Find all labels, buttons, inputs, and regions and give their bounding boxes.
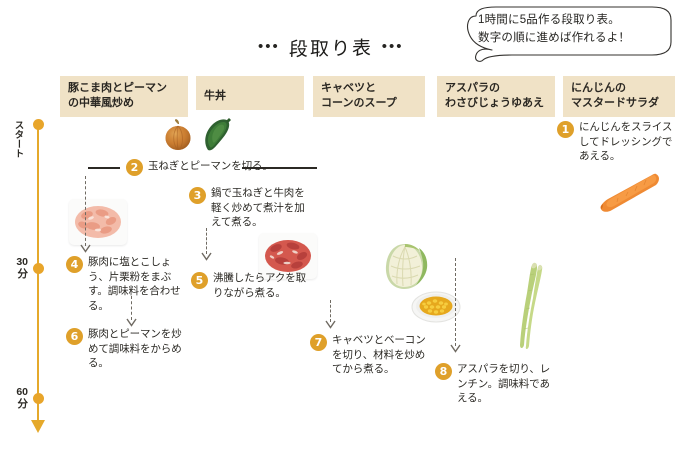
column-header-gyudon: 牛丼 <box>196 76 304 110</box>
connector-step4-to-step6 <box>131 296 132 320</box>
step-7-text: キャベツとベーコンを切り、材料を炒めてから煮る。 <box>332 334 426 375</box>
arrow-down-icon-step4 <box>80 244 91 253</box>
step-1-text: にんじんをスライスしてドレッシングであえる。 <box>579 121 673 162</box>
column-header-asparagus-wasabi: アスパラの わさびじょうゆあえ <box>437 76 555 117</box>
beef-tray-photo <box>259 233 317 279</box>
column-header-pork-stirfry: 豚こま肉とピーマン の中華風炒め <box>60 76 188 117</box>
step-4-text: 豚肉に塩とこしょう、片栗粉をまぶす。調味料を合わせる。 <box>88 256 181 312</box>
step-7: 7 キャベツとベーコンを切り、材料を炒めてから煮る。 <box>310 333 432 377</box>
asparagus-photo <box>520 262 543 349</box>
timeline-label-60min: 60 分 <box>16 386 28 410</box>
timeline-dot-30min <box>32 263 44 274</box>
step-6-text: 豚肉とピーマンを炒めて調味料をからめる。 <box>88 328 182 369</box>
cabbage-photo <box>385 244 428 289</box>
step-2-text: 玉ねぎとピーマンを切る。 <box>148 160 273 172</box>
speech-bubble: 1時間に5品作る段取り表。 数字の順に進めば作れるよ！ <box>452 4 674 62</box>
step-2: 2 玉ねぎとピーマンを切る。 <box>126 158 336 176</box>
step-2-number: 2 <box>126 159 143 176</box>
arrow-down-icon-step5 <box>201 252 212 261</box>
connector-asparagus-to-step8 <box>455 258 456 346</box>
step-4-number: 4 <box>66 256 83 273</box>
arrow-down-icon-step7 <box>325 320 336 329</box>
column-header-cabbage-corn-soup: キャベツと コーンのスープ <box>313 76 425 117</box>
pork-meat <box>75 206 121 238</box>
step-8: 8 アスパラを切り、レンチン。調味料であえる。 <box>435 362 553 406</box>
connector-step3-to-step5 <box>206 228 207 254</box>
step-4: 4 豚肉に塩とこしょう、片栗粉をまぶす。調味料を合わせる。 <box>66 255 188 313</box>
step-6: 6 豚肉とピーマンを炒めて調味料をからめる。 <box>66 327 184 371</box>
green-pepper-photo <box>205 118 231 151</box>
speech-bubble-text: 1時間に5品作る段取り表。 数字の順に進めば作れるよ！ <box>478 14 631 44</box>
page-title: ••• 段取り表 ••• <box>258 34 404 61</box>
column-header-carrot-mustard-salad: にんじんの マスタードサラダ <box>563 76 675 117</box>
carrot-photo <box>600 173 659 212</box>
step-1-number: 1 <box>557 121 574 138</box>
beef-meat <box>265 240 311 272</box>
connector-soup-to-step7 <box>330 300 331 322</box>
pork-tray-photo <box>69 199 127 245</box>
timeline-label-30min: 30 分 <box>16 256 28 280</box>
title-dots-left: ••• <box>258 37 280 55</box>
step-8-number: 8 <box>435 363 452 380</box>
step-3-number: 3 <box>189 187 206 204</box>
step2-line-left <box>88 167 120 169</box>
title-text: 段取り表 <box>288 37 373 61</box>
timeline-axis <box>37 124 40 424</box>
step-3: 3 鍋で玉ねぎと牛肉を軽く炒めて煮汁を加えて煮る。 <box>189 186 311 230</box>
step-1: 1 にんじんをスライスしてドレッシングであえる。 <box>557 120 675 164</box>
connector-step2-to-step4 <box>85 176 86 246</box>
step-5: 5 沸騰したらアクを取りながら煮る。 <box>191 271 309 300</box>
speech-bubble-outline <box>467 6 672 62</box>
arrow-down-icon-step6 <box>126 318 137 327</box>
step-5-number: 5 <box>191 272 208 289</box>
timeline-arrow-icon <box>31 420 45 433</box>
step-8-text: アスパラを切り、レンチン。調味料であえる。 <box>457 363 551 404</box>
arrow-down-icon-step8 <box>450 344 461 353</box>
step-6-number: 6 <box>66 328 83 345</box>
step-7-number: 7 <box>310 334 327 351</box>
timeline-dot-start <box>32 119 44 130</box>
corn-bowl-photo <box>411 291 461 323</box>
step2-line-right <box>242 167 317 169</box>
title-dots-right: ••• <box>381 37 404 55</box>
timeline-label-start: スタート <box>12 120 24 158</box>
step-5-text: 沸騰したらアクを取りながら煮る。 <box>213 272 307 299</box>
timeline-dot-60min <box>32 393 44 404</box>
onion-photo <box>165 119 191 150</box>
step-3-text: 鍋で玉ねぎと牛肉を軽く炒めて煮汁を加えて煮る。 <box>211 187 305 228</box>
